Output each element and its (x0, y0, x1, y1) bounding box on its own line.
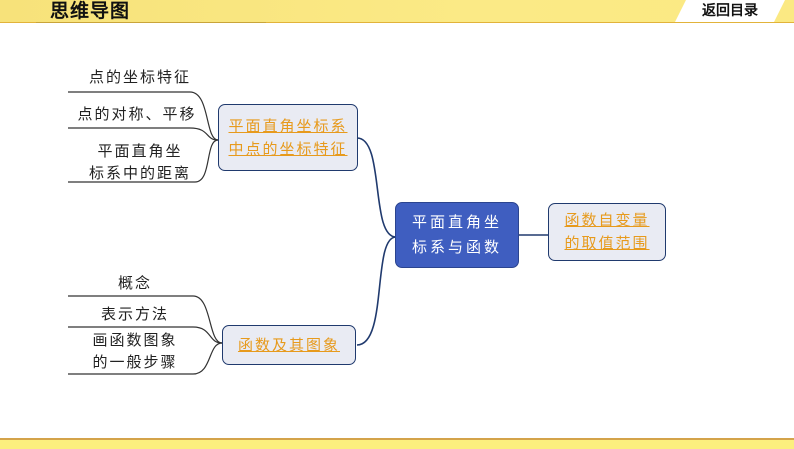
leaf-graphing-steps: 画函数图象 的一般步骤 (70, 329, 200, 373)
branch-node-point-coordinates[interactable]: 平面直角坐标系 中点的坐标特征 (218, 104, 358, 171)
root-node[interactable]: 平面直角坐 标系与函数 (395, 202, 519, 268)
title-underline (36, 22, 266, 23)
back-button-background (675, 0, 785, 22)
connector-leaf-3-1 (68, 295, 223, 344)
root-text-line1: 平面直角坐 (411, 213, 502, 231)
leaf-text: 点的坐标特征 (88, 68, 191, 86)
leaf-text: 点的对称、平移 (77, 105, 197, 123)
back-button-label: 返回目录 (702, 3, 758, 19)
connector-leaf-1-1 (68, 91, 219, 141)
branch-text-line1: 函数及其图象 (237, 335, 340, 354)
leaf-text: 表示方法 (100, 305, 169, 323)
connector-root-branch3 (356, 236, 397, 346)
branch-text-line1: 平面直角坐标系 (228, 116, 348, 135)
branch-text-line2: 中点的坐标特征 (228, 139, 348, 158)
leaf-text-line1: 平面直角坐 (97, 142, 183, 160)
back-to-contents-button[interactable]: 返回目录 (675, 0, 785, 22)
leaf-concept: 概念 (70, 272, 200, 294)
connector-leaf-3-3 (68, 342, 223, 375)
connector-leaf-1-3 (68, 139, 219, 183)
branch-node-domain-of-variable[interactable]: 函数自变量 的取值范围 (548, 203, 666, 261)
branch-node-function-and-graph[interactable]: 函数及其图象 (222, 325, 356, 365)
leaf-text: 概念 (117, 274, 152, 292)
leaf-point-coordinate-features: 点的坐标特征 (70, 66, 210, 88)
branch-text-line1: 函数自变量 (564, 211, 650, 229)
connector-root-branch1 (356, 137, 397, 238)
leaf-point-symmetry-translation: 点的对称、平移 (62, 103, 212, 125)
page-title: 思维导图 (50, 0, 131, 22)
leaf-representation-methods: 表示方法 (70, 303, 200, 325)
leaf-text-line2: 标系中的距离 (88, 164, 191, 182)
connector-leaf-1-2 (68, 127, 219, 141)
leaf-text-line2: 的一般步骤 (92, 353, 178, 371)
leaf-text-line1: 画函数图象 (92, 331, 178, 349)
footer-bar (0, 438, 794, 449)
connector-leaf-3-2 (68, 326, 223, 344)
header-bar (0, 0, 794, 23)
root-text-line2: 标系与函数 (411, 238, 502, 256)
branch-text-line2: 的取值范围 (564, 234, 650, 252)
leaf-distance-in-coordinate-plane: 平面直角坐 标系中的距离 (70, 140, 210, 184)
